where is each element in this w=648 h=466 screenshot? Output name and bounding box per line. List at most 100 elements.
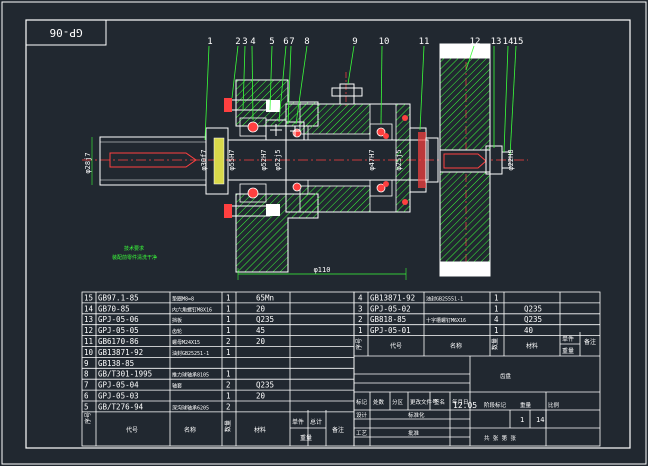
bom-row-no: 12: [84, 326, 93, 335]
bom-row-name: 垫圈M8=8: [172, 295, 194, 302]
tb-count: 处数: [373, 398, 385, 406]
balloon-6: 6: [283, 37, 288, 47]
bom-row-qty: 1: [226, 293, 231, 302]
tb-zone: 分区: [392, 398, 404, 406]
bom-row-qty: 1: [494, 293, 499, 302]
dim-d22: φ22H8: [507, 149, 515, 170]
bom-row-no: 9: [84, 359, 89, 368]
inner-frame: [25, 19, 631, 449]
balloon-7: 7: [289, 37, 294, 47]
tb-stage: 阶段标记: [484, 401, 507, 409]
bom-row-code: GB70-85: [98, 304, 130, 313]
balloon-2: 2: [235, 37, 240, 47]
tb-approve: 批准: [408, 429, 420, 437]
bom-row-name: 轴套: [172, 383, 182, 390]
bom-row-name: 油封GB25251-1: [172, 350, 209, 357]
bom-row-name: 油封GB25551-1: [426, 295, 463, 302]
bom-row-qty: 1: [494, 304, 499, 313]
bom-row-no: 1: [358, 326, 363, 335]
bom-row-no: 3: [358, 304, 363, 313]
bom-row-qty: 2: [226, 402, 231, 411]
bom-row-no: 2: [358, 315, 363, 324]
bom-row-qty: 2: [226, 337, 231, 346]
shaft-left: [99, 136, 207, 186]
tb-weight-value: 14: [536, 416, 544, 424]
bom-row-code: GB818-85: [370, 315, 406, 324]
bom-row-code: GB138-85: [98, 359, 134, 368]
note-body: 装配前零件清洗干净: [112, 254, 157, 261]
bom-row-code: GB13871-92: [98, 348, 143, 357]
tb-date: 年月日: [452, 398, 469, 406]
bom-row-material: 20: [256, 337, 266, 346]
hdr2-single: 单件: [562, 335, 574, 343]
title-block: 标记 处数 分区 更改文件号 签名 年月日 设计 标准化 工艺 批准 12.05…: [356, 372, 560, 442]
bom-row-material: 20: [256, 392, 266, 401]
balloon-4: 4: [250, 37, 255, 47]
balloon-12: 12: [470, 37, 481, 47]
hdr-material: 材料: [254, 426, 266, 434]
hdr-qty: 数量: [224, 420, 232, 432]
bom-row-no: 7: [84, 381, 89, 390]
tb-process: 工艺: [356, 430, 368, 437]
bom-row-qty: 1: [494, 326, 499, 335]
balloon-11: 11: [419, 37, 430, 47]
tb-scale-value: 1: [520, 416, 524, 424]
hdr2-code: 代号: [390, 342, 402, 350]
gear-bore: [439, 149, 491, 173]
bom-row-material: Q235: [256, 315, 274, 324]
tb-scale: 比例: [548, 401, 560, 409]
bom-row-code: GB/T276-94: [98, 402, 144, 411]
dimensions: φ28j7 φ30f7 φ55H7 φ52H7 φ52j5 φ47H7 φ25j…: [84, 137, 515, 280]
bom-row-name: 深沟球轴承6205: [172, 404, 209, 411]
dim-d47: φ47H7: [368, 149, 376, 170]
bom-row-qty: 2: [226, 381, 231, 390]
bom-row-code: GPJ-05-01: [370, 326, 411, 335]
main-shaft: [227, 139, 429, 181]
bom-headers: 序号 代号 名称 数量 材料 单件 总计 重量 备注 序号 代号 名称 数量 材…: [84, 335, 596, 442]
dim-d25: φ25j5: [395, 149, 403, 170]
hdr-name: 名称: [184, 426, 196, 434]
dim-d52h: φ52H7: [260, 149, 268, 170]
dim-d30: φ30f7: [200, 149, 208, 170]
note-heading: 技术要求: [124, 245, 144, 252]
bom-row-no: 15: [84, 293, 93, 302]
bom-row-code: GB13871-92: [370, 293, 415, 302]
bom-row-code: GB6170-86: [98, 337, 139, 346]
bom-row-no: 4: [358, 293, 363, 302]
bom-row-no: 11: [84, 337, 93, 346]
assembly-drawing: [82, 43, 528, 277]
hdr-weight: 重量: [300, 434, 312, 442]
tb-sign: 签名: [434, 398, 445, 406]
tb-change: 更改文件号: [410, 398, 438, 406]
bom-row-name: 推力球轴承8105: [172, 372, 209, 379]
bom-table: [81, 291, 601, 447]
bom-row-name: 内六角螺钉M8X16: [172, 306, 212, 313]
balloon-leaders: [204, 45, 517, 157]
bom-row-no: 6: [84, 392, 89, 401]
balloon-10: 10: [379, 37, 390, 47]
bom-row-qty: 1: [226, 370, 231, 379]
bom-row-code: GPJ-05-03: [98, 392, 139, 401]
tb-design: 设计: [356, 411, 368, 419]
tb-mark: 标记: [356, 398, 368, 406]
bom-row-code: GPJ-05-05: [98, 326, 139, 335]
hdr2-remark: 备注: [584, 338, 596, 346]
balloon-14: 14: [503, 37, 514, 47]
balloon-1: 1: [207, 37, 212, 47]
bom-row-material: Q235: [524, 315, 542, 324]
bom-row-code: GPJ-05-02: [370, 304, 411, 313]
bom-row-code: GB/T301-1995: [98, 370, 152, 379]
hdr2-name: 名称: [450, 342, 462, 350]
hdr-no: 序号: [84, 412, 92, 424]
hdr-remark: 备注: [332, 426, 344, 434]
hdr-code: 代号: [126, 426, 138, 434]
balloon-15: 15: [513, 37, 524, 47]
tb-sheets: 共 张 第 张: [484, 434, 516, 442]
bom-row-qty: 1: [226, 304, 231, 313]
grease-nipple: [339, 83, 355, 105]
bom-row-material: Q235: [524, 304, 542, 313]
bom-row-qty: 1: [226, 348, 231, 357]
bom-row-qty: 1: [226, 315, 231, 324]
